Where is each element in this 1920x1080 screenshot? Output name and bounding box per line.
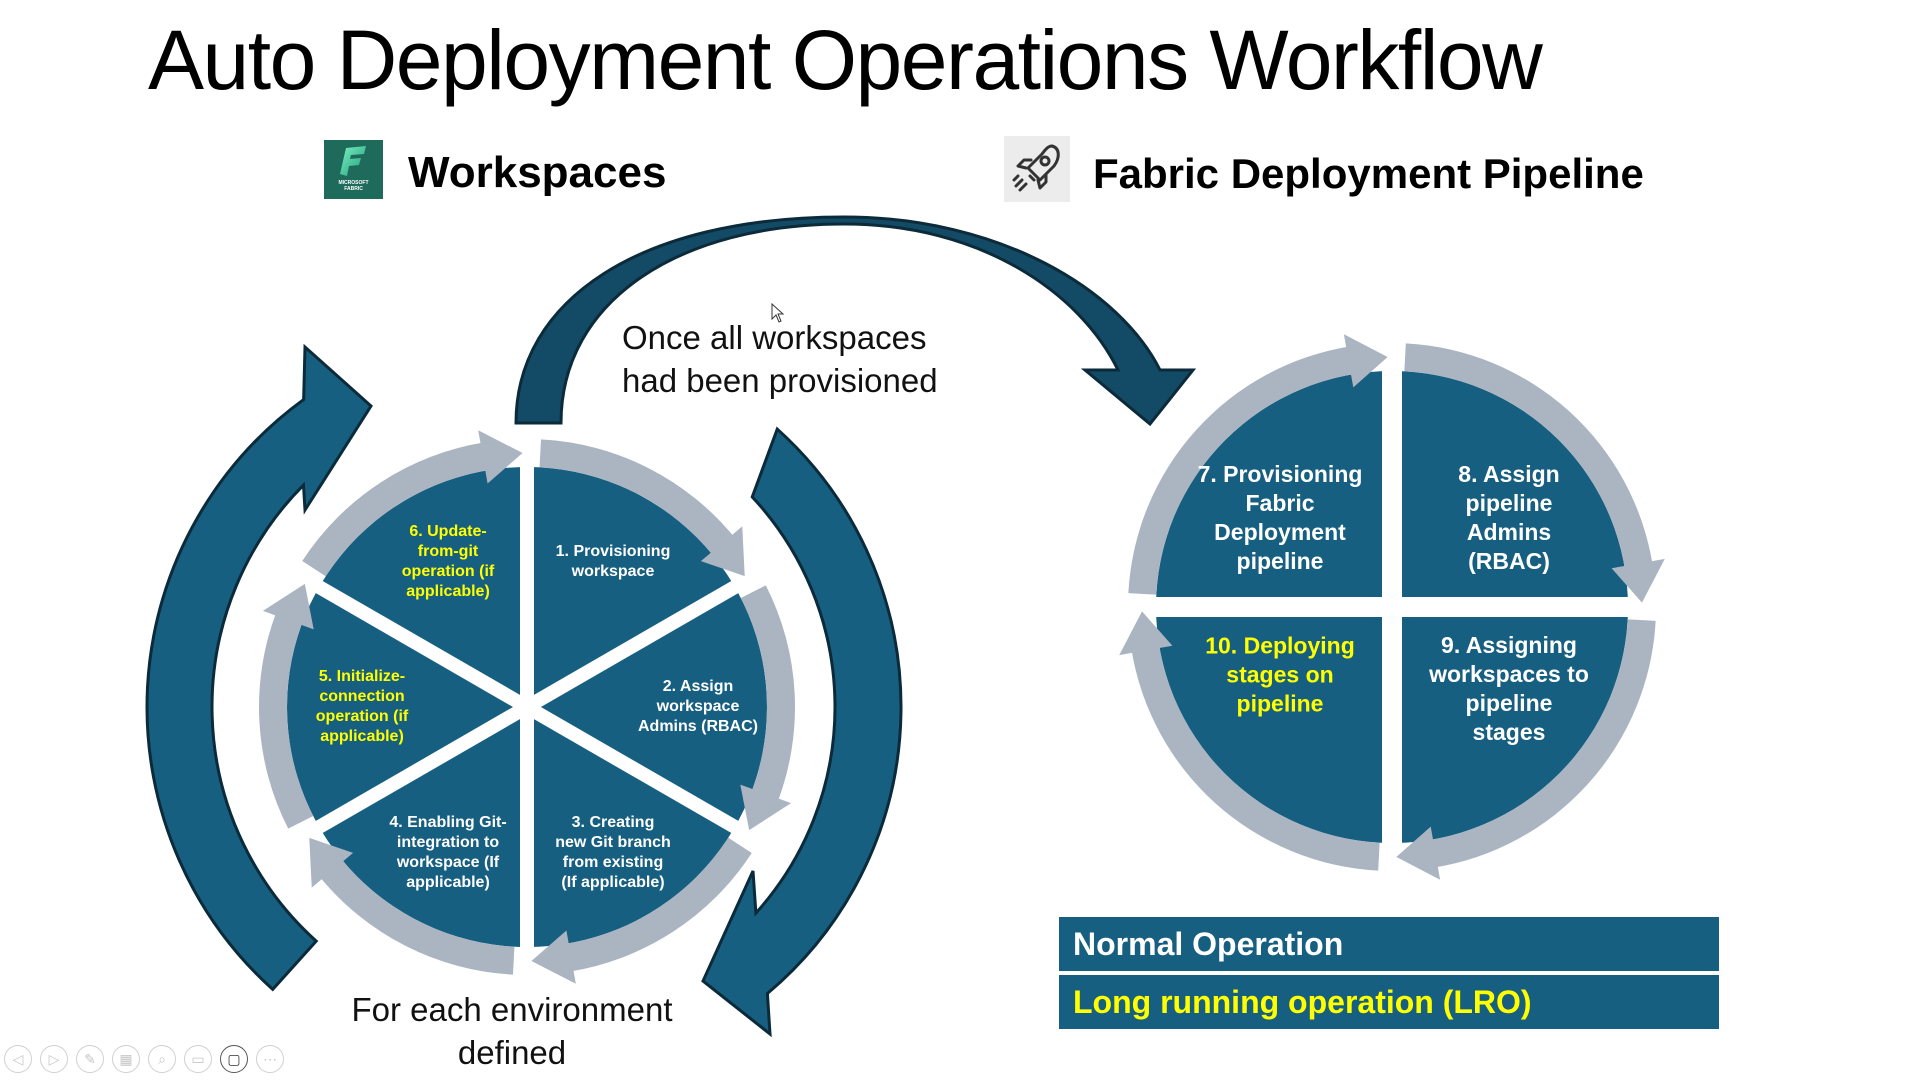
subtitles-button[interactable]: ▭: [184, 1045, 212, 1073]
pipeline-ring-arrowhead: [1396, 826, 1441, 880]
workspaces-ring-arrowhead: [478, 430, 523, 484]
mouse-cursor-icon: [771, 303, 785, 323]
workspaces-ring-arc: [302, 442, 490, 577]
environment-caption: For each environment defined: [351, 991, 673, 1071]
segment-10-deploy-stages: 10. Deploying stages on pipeline: [1205, 632, 1355, 717]
workspaces-ring-arc: [564, 837, 752, 972]
pipeline-ring-arc: [1404, 343, 1653, 571]
zoom-button[interactable]: ⌕: [148, 1045, 176, 1073]
pipeline-wheel: [1119, 334, 1665, 880]
right-cycle-arrow: [701, 426, 903, 1038]
segment-1-provisioning-workspace: 1. Provisioning workspace: [555, 543, 671, 580]
pipeline-ring-arrowhead: [1611, 558, 1665, 603]
pipeline-ring-arrowhead: [1119, 611, 1173, 656]
transition-arrow: [514, 215, 1197, 427]
left-cycle-arrow: [145, 343, 373, 992]
previous-slide-button[interactable]: ◁: [4, 1045, 32, 1073]
workspaces-ring-arrowhead: [309, 837, 354, 888]
segment-6-update-from-git: 6. Update- from-git operation (if applic…: [401, 523, 495, 600]
segment-7-provision-pipeline: 7. Provisioning Fabric Deployment pipeli…: [1197, 461, 1363, 574]
workspaces-ring-arrowhead: [740, 784, 792, 831]
subtitles-icon: ▭: [191, 1050, 205, 1067]
segment-4-enable-git-integration: 4. Enabling Git- integration to workspac…: [389, 814, 507, 891]
legend-long-running-operation: Long running operation (LRO): [1059, 975, 1719, 1029]
workspaces-ring-arc: [259, 610, 314, 829]
pipeline-ring-arc: [1128, 346, 1356, 595]
pipeline-ring-arc: [1428, 619, 1656, 868]
camera-button[interactable]: ▢: [220, 1045, 248, 1073]
pipeline-heading: Fabric Deployment Pipeline: [1093, 150, 1644, 197]
segment-8-assign-pipeline-admins: 8. Assign pipeline Admins (RBAC): [1458, 461, 1560, 574]
slides-grid-icon: ▦: [119, 1050, 133, 1067]
fabric-f-icon: [340, 146, 366, 176]
pipeline-ring-arc: [1131, 643, 1380, 871]
more-icon: ⋯: [263, 1050, 277, 1067]
next-slide-button[interactable]: ▷: [40, 1045, 68, 1073]
previous-icon: ◁: [12, 1050, 24, 1067]
workspaces-ring-arc: [539, 439, 736, 556]
workspaces-ring-arrowhead: [700, 526, 745, 577]
workspaces-ring-arrowhead: [262, 583, 314, 630]
slide-title: Auto Deployment Operations Workflow: [148, 13, 1543, 107]
rocket-icon: [1004, 136, 1070, 202]
next-icon: ▷: [48, 1050, 60, 1067]
cycle-arrows: [145, 215, 1197, 1038]
segment-9-assign-workspaces-to-stages: 9. Assigning workspaces to pipeline stag…: [1429, 632, 1589, 745]
camera-icon: ▢: [227, 1050, 241, 1067]
all-slides-button[interactable]: ▦: [112, 1045, 140, 1073]
pipeline-ring-arrowhead: [1343, 334, 1388, 388]
workspaces-divider: [287, 564, 767, 850]
workspaces-heading: Workspaces: [408, 148, 667, 197]
segment-3-create-git-branch: 3. Creating new Git branch from existing…: [555, 814, 671, 891]
workspaces-ring-arc: [318, 858, 515, 975]
workspaces-wheel: [259, 430, 795, 984]
pen-button[interactable]: ✎: [76, 1045, 104, 1073]
pen-icon: ✎: [84, 1050, 96, 1067]
workspaces-ring-arc: [740, 585, 795, 804]
segment-5-initialize-connection: 5. Initialize- connection operation (if …: [315, 668, 409, 745]
workspaces-ring-arrowhead: [531, 930, 576, 984]
segment-2-assign-workspace-admins: 2. Assign workspace Admins (RBAC): [638, 678, 758, 735]
transition-caption: Once all workspaces had been provisioned: [622, 319, 938, 399]
presenter-toolbar: ◁ ▷ ✎ ▦ ⌕ ▭ ▢ ⋯: [4, 1045, 284, 1075]
more-options-button[interactable]: ⋯: [256, 1045, 284, 1073]
legend-normal-operation: Normal Operation: [1059, 917, 1719, 971]
magnifier-icon: ⌕: [158, 1050, 166, 1067]
